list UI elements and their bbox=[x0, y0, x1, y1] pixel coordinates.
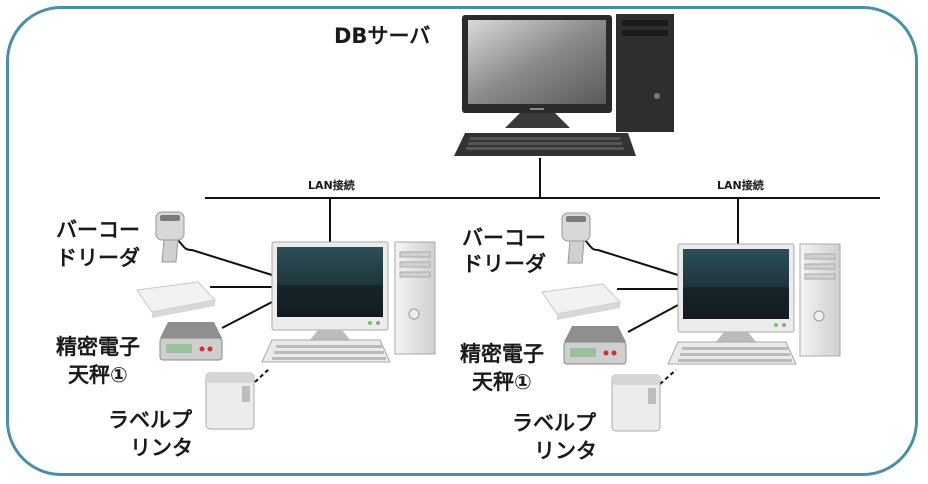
lan-label-left: LAN接続 bbox=[308, 179, 355, 192]
right-barcode-reader-icon bbox=[561, 212, 591, 264]
left-pc-tower-icon bbox=[394, 241, 436, 355]
lan-label-right: LAN接続 bbox=[717, 179, 764, 192]
left-barcode-reader-icon bbox=[155, 211, 185, 263]
right-keyboard-icon bbox=[667, 341, 797, 365]
lan-lines bbox=[205, 158, 880, 244]
right-pc-tower-icon bbox=[799, 243, 841, 357]
left-scale-icon bbox=[159, 322, 223, 361]
right-scale-label-line2: 天秤① bbox=[472, 370, 532, 394]
right-barcode-label-line1: バーコー bbox=[462, 226, 546, 250]
left-reader-pad-icon bbox=[136, 281, 216, 318]
right-station bbox=[541, 212, 841, 432]
left-pc-monitor-icon bbox=[271, 241, 389, 340]
left-scale-label-line2: 天秤① bbox=[68, 363, 128, 387]
left-printer-label-line2: リンタ bbox=[130, 436, 193, 460]
right-scale-icon bbox=[563, 326, 627, 365]
diagram-frame bbox=[6, 6, 918, 476]
right-printer-label-line2: リンタ bbox=[534, 439, 597, 463]
left-keyboard-icon bbox=[261, 339, 391, 363]
right-printer-icon bbox=[611, 374, 661, 432]
right-barcode-label-line2: ドリーダ bbox=[462, 252, 546, 276]
db-server-label: DBサーバ bbox=[334, 24, 431, 48]
right-printer-label-line1: ラベルプ bbox=[512, 411, 596, 435]
left-scale-label-line1: 精密電子 bbox=[56, 335, 140, 359]
left-printer-icon bbox=[205, 372, 255, 430]
left-printer-label-line1: ラベルプ bbox=[108, 408, 192, 432]
left-station bbox=[136, 211, 436, 430]
left-barcode-label-line1: バーコー bbox=[56, 218, 140, 242]
right-pc-monitor-icon bbox=[677, 243, 795, 342]
right-scale-label-line1: 精密電子 bbox=[460, 342, 544, 366]
db-server-icon bbox=[454, 14, 674, 156]
right-reader-pad-icon bbox=[541, 283, 621, 320]
left-barcode-label-line2: ドリーダ bbox=[56, 246, 140, 270]
